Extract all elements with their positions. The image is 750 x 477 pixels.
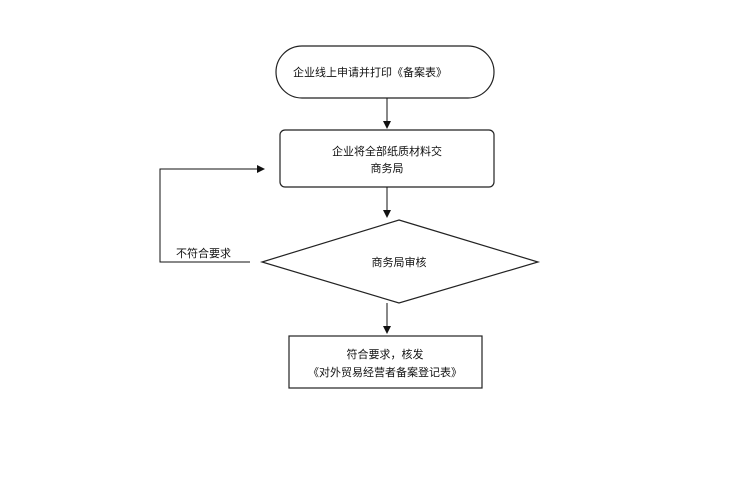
submit-materials-line1: 企业将全部纸质材料交 <box>332 144 442 158</box>
issue-certificate-box <box>288 335 483 389</box>
start-terminator-shape <box>275 45 495 99</box>
start-terminator-label: 企业线上申请并打印《备案表》 <box>293 65 447 79</box>
issue-certificate-line2: 《对外贸易经营者备案登记表》 <box>308 365 462 379</box>
issue-certificate-line1: 符合要求，核发 <box>347 347 424 361</box>
reject-loop-label: 不符合要求 <box>176 246 231 260</box>
review-decision-diamond <box>259 219 541 304</box>
submit-materials-line2: 商务局 <box>371 161 404 175</box>
reject-loop-line <box>159 165 265 263</box>
review-decision-label: 商务局审核 <box>372 255 427 269</box>
submit-materials-box <box>279 129 495 188</box>
